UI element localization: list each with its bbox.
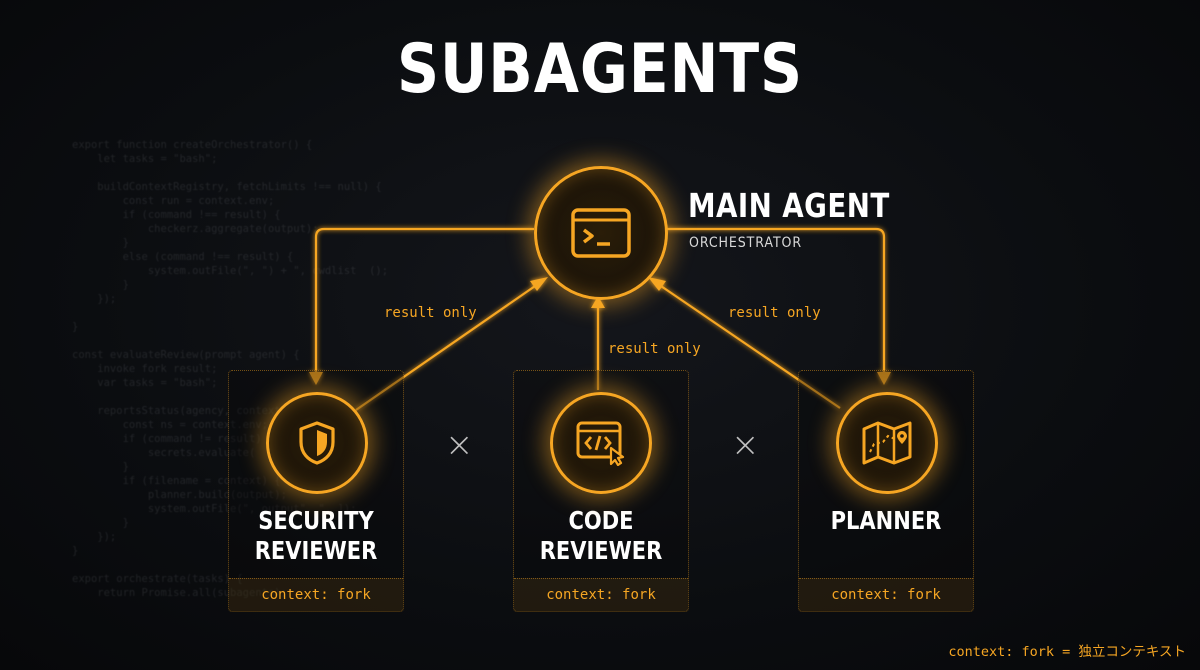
main-agent-role: ORCHESTRATOR	[689, 235, 803, 251]
edge-security-to-main	[355, 283, 539, 411]
context-label-code: context: fork	[514, 578, 688, 611]
subagent-name-line2: REVIEWER	[539, 536, 663, 565]
subagent-name-line1: PLANNER	[830, 506, 942, 535]
terminal-icon	[571, 208, 631, 258]
planner-node	[836, 392, 938, 494]
page-title: SUBAGENTS	[396, 30, 804, 109]
edge-label-planner: result only	[728, 305, 821, 321]
security-reviewer-node	[266, 392, 368, 494]
edge-planner-to-main	[657, 283, 841, 409]
edge-main-to-security	[314, 227, 534, 372]
shield-icon	[299, 421, 335, 465]
main-agent-node	[534, 166, 668, 300]
arrowhead-main-from-code	[591, 296, 605, 308]
arrowhead-main-from-planner	[648, 277, 666, 291]
subagent-name-line1: SECURITY	[258, 506, 374, 535]
subagent-name-code: CODE REVIEWER	[528, 506, 674, 566]
code-window-icon	[576, 421, 625, 466]
context-label-planner: context: fork	[799, 578, 973, 611]
arrowhead-main-from-security	[530, 277, 548, 291]
edge-main-to-planner	[662, 227, 886, 372]
subagent-name-planner: PLANNER	[813, 506, 959, 536]
background-code-decoration: export function createOrchestrator() { l…	[72, 139, 389, 599]
isolation-separator-2: ×	[731, 425, 760, 465]
arrowhead-security	[309, 372, 323, 385]
isolation-separator-1: ×	[445, 425, 474, 465]
edge-label-security: result only	[384, 305, 477, 321]
context-fork-footnote: context: fork = 独立コンテキスト	[948, 644, 1186, 660]
subagent-name-line2: REVIEWER	[254, 536, 378, 565]
code-reviewer-node	[550, 392, 652, 494]
subagent-name-line1: CODE	[568, 506, 634, 535]
arrowhead-planner	[877, 372, 891, 385]
context-label-security: context: fork	[229, 578, 403, 611]
subagent-name-security: SECURITY REVIEWER	[243, 506, 389, 566]
main-agent-name: MAIN AGENT	[688, 186, 890, 225]
map-icon	[862, 421, 912, 465]
edge-label-code: result only	[608, 341, 701, 357]
